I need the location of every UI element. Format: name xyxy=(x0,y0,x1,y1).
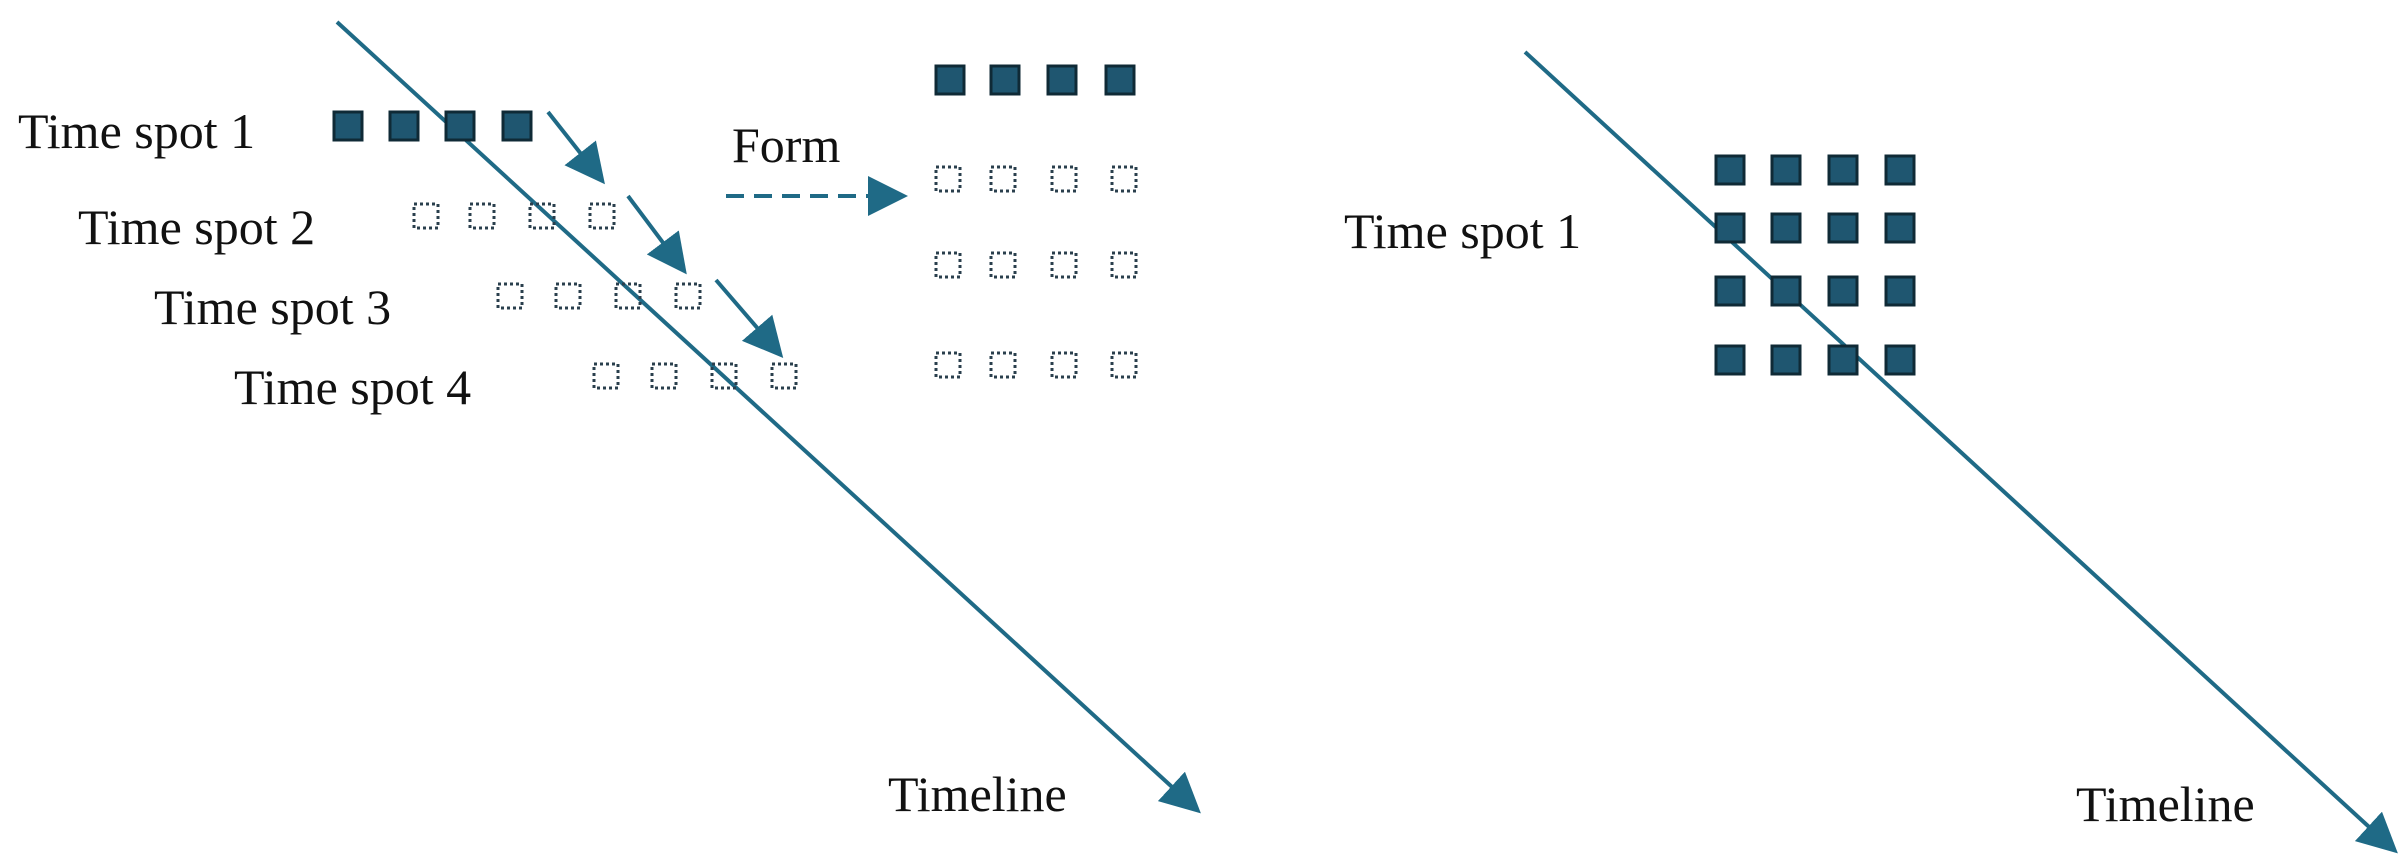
form-empty-square xyxy=(1110,351,1138,379)
right-diagram: Timeline Time spot 1 xyxy=(1344,50,2398,854)
empty-square xyxy=(412,202,440,230)
time-spot-3-label: Time spot 3 xyxy=(154,279,391,335)
form-empty-square xyxy=(1050,351,1078,379)
form-label: Form xyxy=(732,117,840,173)
empty-square xyxy=(592,362,620,390)
empty-square xyxy=(588,202,616,230)
progress-arrow-1 xyxy=(546,110,605,185)
grid-filled-square xyxy=(1884,154,1916,186)
left-diagram: Timeline Time spot 1 Time spot 2 Time sp… xyxy=(18,20,1201,822)
form-empty-square xyxy=(1110,165,1138,193)
left-timeline-label: Timeline xyxy=(888,766,1067,822)
empty-square xyxy=(468,202,496,230)
progress-arrow-2 xyxy=(626,194,687,275)
time-spot-2-label: Time spot 2 xyxy=(78,199,315,255)
filled-square xyxy=(501,110,533,142)
time-spot-1-label: Time spot 1 xyxy=(18,103,255,159)
grid-filled-square xyxy=(1770,275,1802,307)
form-empty-square xyxy=(1050,165,1078,193)
empty-square xyxy=(770,362,798,390)
form-grid xyxy=(934,64,1138,379)
form-empty-square xyxy=(989,251,1017,279)
grid-filled-square xyxy=(1714,344,1746,376)
empty-square xyxy=(650,362,678,390)
empty-square xyxy=(710,362,738,390)
filled-square xyxy=(388,110,420,142)
grid-filled-square xyxy=(1770,344,1802,376)
time-spot-4-label: Time spot 4 xyxy=(234,359,471,415)
empty-square xyxy=(496,282,524,310)
form-empty-square xyxy=(1050,251,1078,279)
filled-square xyxy=(444,110,476,142)
grid-filled-square xyxy=(1770,212,1802,244)
grid-filled-square xyxy=(1714,212,1746,244)
right-time-spot-1-label: Time spot 1 xyxy=(1344,203,1581,259)
grid-filled-square xyxy=(1827,154,1859,186)
form-filled-square xyxy=(934,64,966,96)
form-empty-square xyxy=(989,351,1017,379)
form-filled-square xyxy=(1046,64,1078,96)
time-spot-2-squares xyxy=(412,202,616,230)
empty-square xyxy=(614,282,642,310)
empty-square xyxy=(674,282,702,310)
form-empty-square xyxy=(934,251,962,279)
empty-square xyxy=(554,282,582,310)
grid-filled-square xyxy=(1827,275,1859,307)
grid-filled-square xyxy=(1884,344,1916,376)
empty-square xyxy=(528,202,556,230)
right-timeline-arrow xyxy=(1523,50,2398,854)
grid-filled-square xyxy=(1714,275,1746,307)
form-empty-square xyxy=(934,351,962,379)
form-filled-square xyxy=(1104,64,1136,96)
filled-square xyxy=(332,110,364,142)
form-empty-square xyxy=(934,165,962,193)
form-empty-square xyxy=(1110,251,1138,279)
grid-filled-square xyxy=(1827,344,1859,376)
grid-filled-square xyxy=(1714,154,1746,186)
right-timeline-label: Timeline xyxy=(2076,776,2255,832)
time-spot-1-squares xyxy=(332,110,533,142)
grid-filled-square xyxy=(1884,275,1916,307)
time-spot-4-squares xyxy=(592,362,798,390)
grid-filled-square xyxy=(1884,212,1916,244)
progress-arrow-3 xyxy=(714,278,784,359)
right-filled-grid xyxy=(1714,154,1916,376)
left-timeline-arrow xyxy=(335,20,1201,814)
time-spot-3-squares xyxy=(496,282,702,310)
grid-filled-square xyxy=(1770,154,1802,186)
form-empty-square xyxy=(989,165,1017,193)
grid-filled-square xyxy=(1827,212,1859,244)
form-filled-square xyxy=(989,64,1021,96)
